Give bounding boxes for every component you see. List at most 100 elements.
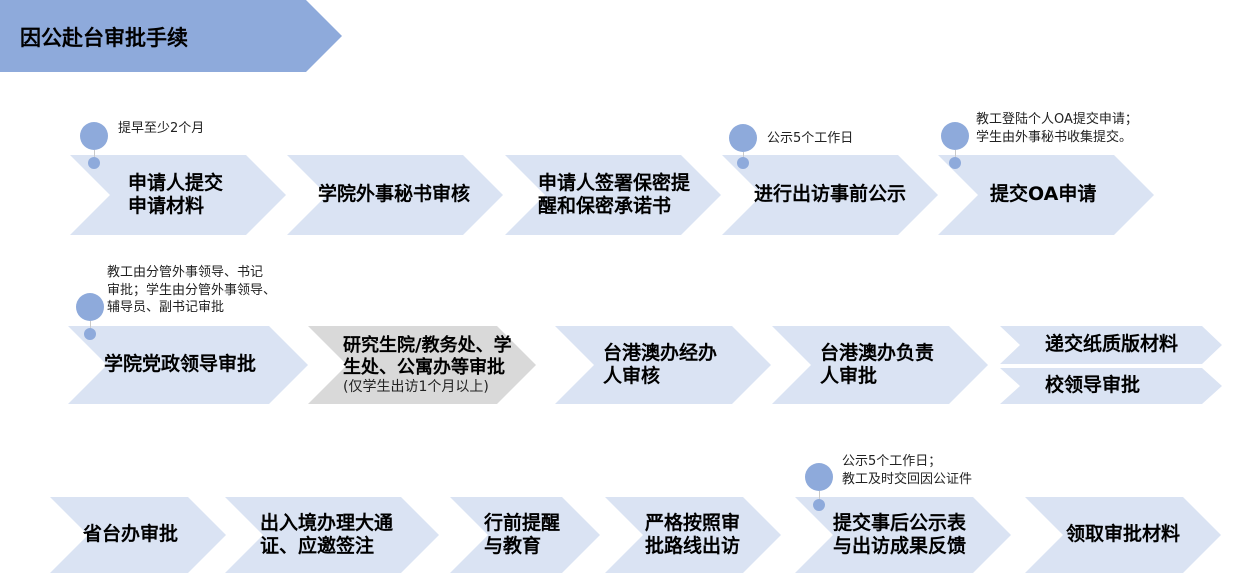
banner-shape [0,0,342,72]
note-connector [90,321,91,334]
note-anchor-icon [84,328,96,340]
step-label-line: 进行出访事前公示 [754,183,907,206]
step-label-line: 人审核 [603,365,661,387]
step-label-line: 领取审批材料 [1066,523,1181,546]
step-note-line: 教工由分管外事领导、书记 [107,265,264,280]
note-connector [819,491,820,505]
chevron-shape [505,155,721,235]
note-bullet-icon [729,124,757,152]
process-step: 提交OA申请 [938,155,1154,235]
step-label: 出入境办理大通证、应邀签注 [260,497,470,573]
chevron-shape [225,497,439,573]
step-label-line: 批路线出访 [645,535,741,557]
process-step: 申请人签署保密提醒和保密承诺书 [505,155,721,235]
step-label: 台港澳办负责人审批 [820,326,1000,404]
step-note-line: 教工及时交回因公证件 [842,471,973,487]
chevron-shape [1025,497,1221,573]
step-note: 提早至少2个月 [118,120,204,138]
step-label: 学院党政领导审批 [104,326,334,404]
step-label: 行前提醒与教育 [484,497,634,573]
chevron-shape [450,497,600,573]
process-step: 领取审批材料 [1025,497,1221,573]
note-bullet-icon [80,122,108,150]
step-label-line: 醒和保密承诺书 [538,195,672,217]
process-step: 进行出访事前公示 [722,155,938,235]
note-anchor-icon [88,157,100,169]
note-bullet-icon [805,463,833,491]
step-label-line: 研究生院/教务处、学 [343,334,512,356]
step-label-line: 行前提醒 [484,511,561,534]
step-label-line: 与教育 [484,535,542,557]
process-step: 严格按照审批路线出访 [605,497,781,573]
process-step: 申请人提交申请材料 [70,155,286,235]
chevron-shape [68,326,308,404]
step-label: 递交纸质版材料 [1045,326,1239,364]
step-label-line: 递交纸质版材料 [1045,333,1179,356]
step-label-line: 证、应邀签注 [260,535,375,557]
step-label-line: 出入境办理大通 [260,511,394,534]
step-label-line: 提交OA申请 [990,183,1097,206]
chevron-shape [772,326,988,404]
step-note-line: 辅导员、副书记审批 [107,300,225,316]
step-note-line: 审批；学生由分管外事领导、 [107,282,277,298]
note-connector [94,150,95,163]
note-anchor-icon [737,157,749,169]
process-step: 研究生院/教务处、学生处、公寓办等审批(仅学生出访1个月以上) [308,326,536,404]
step-label-line: 省台办审批 [83,523,179,546]
process-step: 行前提醒与教育 [450,497,600,573]
step-note-line: 提早至少2个月 [118,121,205,136]
chevron-shape [722,155,938,235]
step-label-line: 学院党政领导审批 [104,353,257,376]
note-anchor-icon [813,499,825,511]
process-step: 提交事后公示表与出访成果反馈 [795,497,1011,573]
chevron-shape [605,497,781,573]
step-label: 严格按照审批路线出访 [645,497,805,573]
step-label-line: 台港澳办负责 [820,341,935,364]
step-label: 台港澳办经办人审核 [603,326,783,404]
step-note-line: 公示5个工作日 [767,131,854,146]
process-step: 台港澳办负责人审批 [772,326,988,404]
step-label-line: 学院外事秘书审核 [318,183,471,206]
step-note-line: 公示5个工作日； [842,454,942,469]
step-label-line: 台港澳办经办 [603,341,718,364]
chevron-shape [1000,326,1222,364]
page-title: 因公赴台审批手续 [20,26,188,50]
step-note: 公示5个工作日 [767,130,853,148]
step-label: 提交OA申请 [990,155,1170,235]
note-bullet-icon [941,122,969,150]
step-label: 研究生院/教务处、学生处、公寓办等审批(仅学生出访1个月以上) [343,326,563,404]
step-label-line: 提交事后公示表 [833,511,967,534]
process-step: 台港澳办经办人审核 [555,326,771,404]
step-note-line: 学生由外事秘书收集提交。 [976,129,1133,145]
process-step: 出入境办理大通证、应邀签注 [225,497,439,573]
note-bullet-icon [76,293,104,321]
step-label-line: 生处、公寓办等审批 [343,356,505,378]
step-label: 领取审批材料 [1066,497,1239,573]
step-label: 申请人签署保密提醒和保密承诺书 [538,155,758,235]
step-label-line: 校领导审批 [1045,374,1141,397]
note-anchor-icon [949,157,961,169]
step-label: 省台办审批 [83,497,243,573]
chevron-shape [287,155,503,235]
step-label-line: 申请人签署保密提 [538,171,691,194]
step-note: 教工登陆个人OA提交申请； 学生由外事秘书收集提交。 [976,111,1138,146]
step-label-line: 申请材料 [128,195,205,217]
step-label: 进行出访事前公示 [754,155,974,235]
chevron-shape [1000,368,1222,404]
step-label-line: 申请人提交 [128,171,224,194]
chevron-shape [795,497,1011,573]
process-step: 递交纸质版材料 [1000,326,1222,364]
title-banner: 因公赴台审批手续 [0,0,342,72]
chevron-shape [70,155,286,235]
step-label: 提交事后公示表与出访成果反馈 [833,497,1043,573]
process-step: 学院外事秘书审核 [287,155,503,235]
chevron-shape [555,326,771,404]
step-sublabel: (仅学生出访1个月以上) [343,378,489,395]
step-label-line: 与出访成果反馈 [833,535,967,557]
step-note-line: 教工登陆个人OA提交申请； [976,112,1138,127]
chevron-shape [308,326,536,404]
process-step: 校领导审批 [1000,368,1222,404]
note-connector [955,150,956,163]
step-note: 公示5个工作日； 教工及时交回因公证件 [842,453,972,488]
step-label-line: 人审批 [820,365,878,387]
